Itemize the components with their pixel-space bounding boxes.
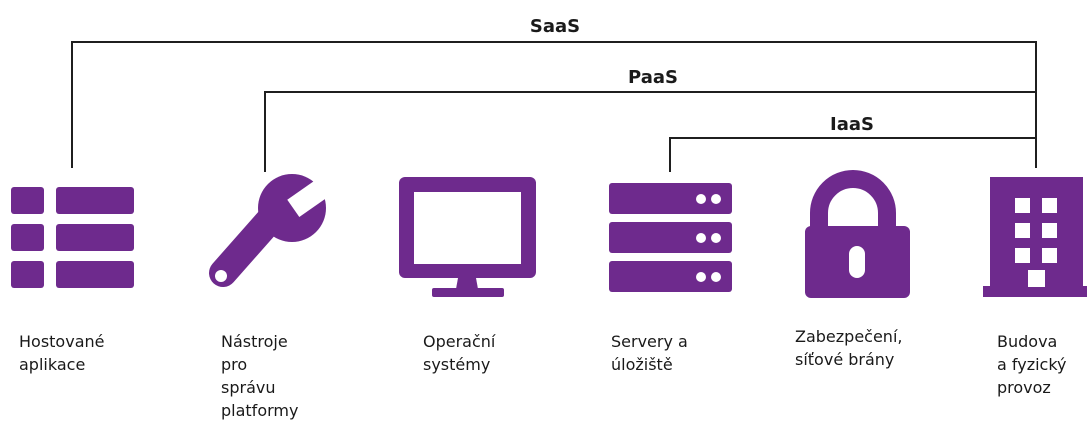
caption-line: a fyzický bbox=[997, 355, 1067, 374]
caption-line: Servery a bbox=[611, 332, 688, 351]
paas-label: PaaS bbox=[628, 67, 678, 88]
caption-line: Nástroje bbox=[221, 332, 288, 351]
caption-line: provoz bbox=[997, 378, 1051, 397]
caption-line: aplikace bbox=[19, 355, 86, 374]
saas-bracket bbox=[71, 41, 1037, 168]
caption-servers-storage: Servery a úložiště bbox=[611, 330, 688, 376]
caption-hosted-apps: Hostované aplikace bbox=[19, 330, 104, 376]
monitor-icon bbox=[399, 177, 536, 297]
caption-line: Zabezpečení, bbox=[795, 327, 903, 346]
building-icon bbox=[983, 177, 1087, 297]
paas-bracket bbox=[264, 91, 1036, 172]
caption-line: Hostované bbox=[19, 332, 105, 351]
caption-platform-tools: Nástroje pro správu platformy bbox=[221, 330, 298, 422]
caption-line: platformy bbox=[221, 401, 299, 420]
iaas-label: IaaS bbox=[830, 114, 874, 135]
saas-label: SaaS bbox=[530, 16, 580, 37]
caption-line: pro bbox=[221, 355, 248, 374]
caption-line: síťové brány bbox=[795, 350, 895, 369]
caption-line: systémy bbox=[423, 355, 491, 374]
wrench-icon bbox=[209, 174, 329, 287]
caption-security-gates: Zabezpečení, síťové brány bbox=[795, 325, 902, 371]
caption-line: správu bbox=[221, 378, 276, 397]
iaas-bracket bbox=[669, 137, 1036, 172]
caption-line: Budova bbox=[997, 332, 1058, 351]
caption-operating-systems: Operační systémy bbox=[423, 330, 495, 376]
unlocked-padlock-icon bbox=[805, 170, 910, 298]
caption-line: Operační bbox=[423, 332, 496, 351]
caption-building-operations: Budova a fyzický provoz bbox=[997, 330, 1067, 399]
app-grid-icon bbox=[11, 187, 134, 288]
server-icon bbox=[609, 183, 732, 292]
caption-line: úložiště bbox=[611, 355, 673, 374]
